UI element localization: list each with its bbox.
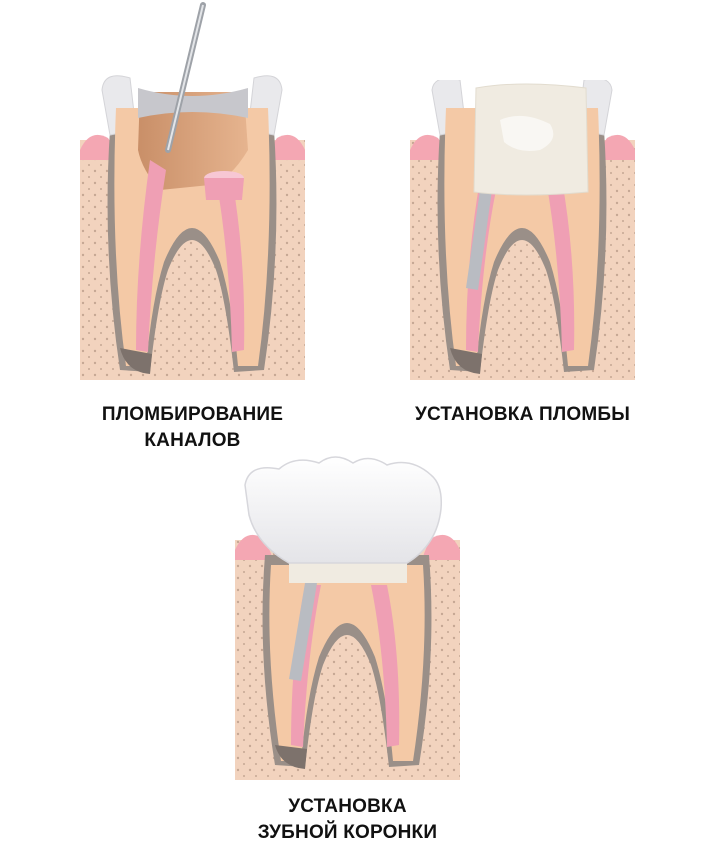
tooth-crown-illustration	[235, 456, 460, 780]
post	[466, 190, 492, 290]
caption-filling-placement: УСТАНОВКА ПЛОМБЫ	[400, 402, 645, 428]
gum-left	[80, 134, 118, 160]
gum-right	[597, 134, 635, 160]
canal-left	[136, 160, 166, 352]
panel-canal-filling	[80, 0, 305, 385]
canal-right	[216, 178, 245, 352]
access-band	[138, 88, 248, 118]
caption-line: УСТАНОВКА ПЛОМБЫ	[414, 404, 631, 425]
caption-line: КАНАЛОВ	[144, 430, 241, 451]
apex-lesion	[120, 348, 152, 374]
pulp-chamber	[138, 92, 248, 190]
caption-crown-placement: УСТАНОВКА ЗУБНОЙ КОРОНКИ	[225, 794, 470, 846]
caption-canal-filling: ПЛОМБИРОВАНИЕ КАНАЛОВ	[70, 402, 315, 454]
core-buildup	[289, 563, 407, 583]
tooth-canal-filling-illustration	[80, 2, 305, 380]
canal-right	[546, 180, 575, 352]
gum-right	[267, 134, 305, 160]
panel-filling-placement	[410, 80, 635, 385]
apex-lesion	[450, 348, 482, 374]
post	[289, 583, 317, 681]
caption-line: ЗУБНОЙ КОРОНКИ	[257, 822, 438, 843]
gum-right	[422, 534, 460, 560]
canal-right	[371, 585, 400, 747]
tooth-filling-illustration	[410, 80, 635, 380]
panel-crown-placement	[235, 455, 460, 780]
caption-line: УСТАНОВКА	[288, 796, 407, 817]
caption-line: ПЛОМБИРОВАНИЕ	[101, 404, 284, 425]
dental-crown	[244, 456, 443, 564]
apex-lesion	[275, 745, 307, 769]
gum-left	[410, 134, 448, 160]
